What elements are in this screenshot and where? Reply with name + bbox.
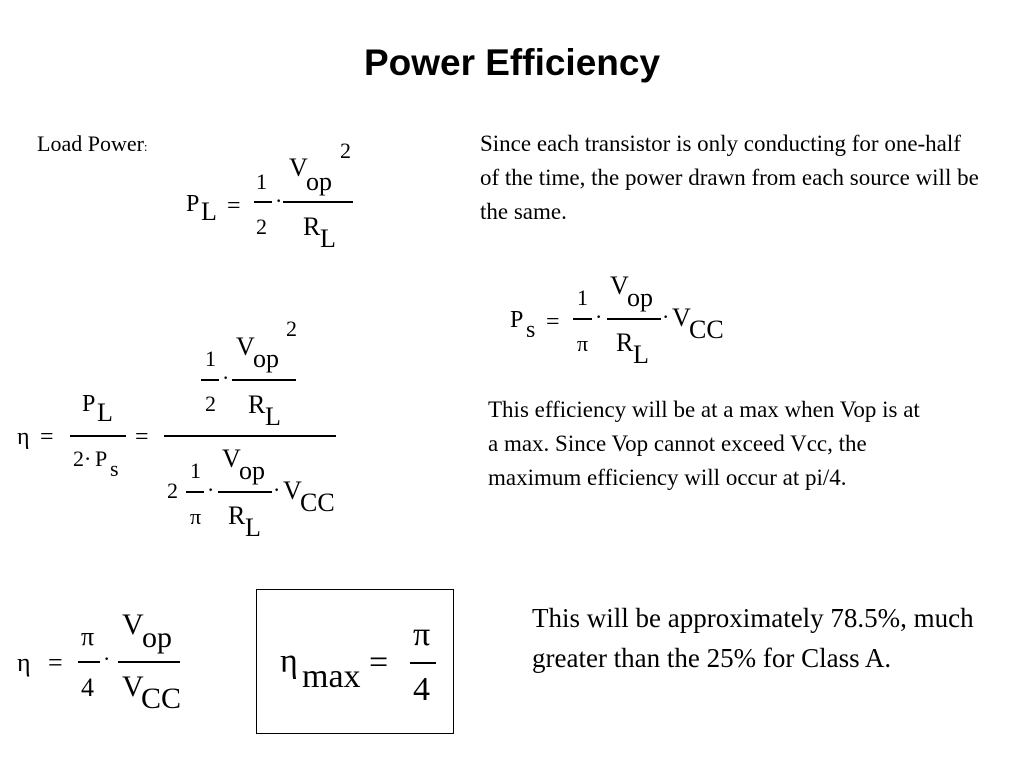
eq3-num-sub-op: op [253, 344, 279, 373]
eq1-half-bar [254, 201, 272, 203]
eq3-pl-sub-l: L [97, 398, 113, 427]
eq3-num-half-2: 2 [205, 391, 216, 416]
eq3-num-v: V [236, 332, 255, 361]
eq3-den-sub-op: op [239, 456, 265, 485]
page-title: Power Efficiency [363, 42, 661, 83]
eq3-den-vcc-v: V [283, 476, 302, 505]
eq4-frac-bar [118, 661, 180, 663]
eq4-vcc-v: V [122, 670, 144, 703]
eq2-r: R [616, 328, 634, 357]
eq3-pl-p: P [82, 391, 96, 417]
eq1-r: R [303, 212, 321, 241]
eq3-num-dot: · [222, 365, 230, 390]
eq2-p: P [510, 307, 524, 333]
text-approximation: This will be approximately 78.5%, much g… [532, 603, 974, 673]
eq3-den-num-1: 1 [190, 458, 201, 483]
eq5-eta: η [280, 643, 298, 680]
load-power-text: Load Power [37, 131, 144, 156]
eq3-2p: 2· [73, 446, 92, 471]
eq2-vcc-v: V [672, 303, 691, 332]
eq3-num-sub-l: L [265, 402, 281, 431]
eq1-dot: · [275, 188, 283, 213]
eq3-equals1: = [40, 424, 54, 450]
eq2-dot2: · [662, 304, 670, 329]
load-power-colon: : [143, 139, 148, 154]
eq2-sub-s: s [526, 317, 536, 343]
eq3-den-frac-bar [218, 491, 272, 493]
eq5-frac-bar [410, 662, 436, 664]
eq3-den-small-bar [186, 491, 204, 493]
eq3-num-half-1: 1 [205, 346, 216, 371]
eq2-frac-bar [607, 318, 661, 320]
eq2-small-bar [573, 318, 592, 320]
eq5-pi: π [413, 616, 431, 653]
eq5-four: 4 [413, 671, 430, 708]
eq5-equals: = [369, 644, 389, 681]
eq3-den-sub-l: L [245, 513, 261, 542]
eq1-p: P [186, 191, 200, 217]
eq4-v: V [122, 608, 144, 641]
eq3-den-v: V [222, 444, 241, 473]
load-power-label: Load Power: [37, 133, 148, 155]
eq2-sub-op: op [627, 283, 653, 312]
eq3-num-exp-2: 2 [286, 316, 297, 341]
eq4-sub-op: op [142, 621, 172, 654]
eq1-equals: = [227, 193, 241, 219]
eq1-exp-2: 2 [340, 138, 351, 163]
eq1-sub-op: op [306, 167, 332, 196]
eq3-left-bar [70, 435, 126, 437]
eq1-half-den: 2 [256, 214, 267, 239]
eq1-sub-l: L [201, 197, 217, 226]
eq4-four: 4 [81, 673, 94, 702]
eq4-small-bar [78, 661, 100, 663]
eq1-frac-bar [283, 201, 353, 203]
eq2-equals: = [546, 309, 560, 335]
text-max-efficiency: This efficiency will be at a max when Vo… [488, 397, 920, 490]
eq2-num-1: 1 [577, 285, 588, 310]
eq3-ps-sub-s: s [110, 456, 119, 481]
result-box [256, 589, 454, 734]
eq3-main-bar [164, 435, 336, 437]
eq3-equals2: = [135, 424, 149, 450]
eq3-den-2: 2 [167, 478, 178, 503]
eq4-equals: = [48, 648, 63, 677]
eq3-num-half-bar [201, 379, 219, 381]
eq3-num-r: R [248, 390, 266, 419]
eq3-eta: η [17, 424, 30, 450]
eq2-v: V [610, 271, 629, 300]
eq4-eta: η [17, 648, 31, 677]
eq3-den-dot1: · [207, 477, 215, 502]
eq1-v: V [289, 153, 308, 182]
eq1-sub-l2: L [320, 224, 336, 253]
eq3-ps-p: P [95, 446, 108, 471]
eq2-sub-cc: CC [689, 315, 724, 344]
eq5-sub-max: max [302, 658, 361, 695]
eq2-sub-l: L [633, 340, 649, 369]
eq1-half-num: 1 [256, 169, 267, 194]
eq3-den-r: R [228, 501, 246, 530]
eq4-dot: · [103, 646, 111, 671]
eq3-den-pi: π [190, 504, 202, 529]
eq4-sub-cc: CC [141, 682, 182, 715]
eq3-den-dot2: · [273, 477, 281, 502]
eq2-pi: π [577, 331, 589, 356]
eq4-pi: π [81, 622, 95, 651]
eq2-dot1: · [595, 304, 603, 329]
eq3-den-sub-cc: CC [300, 488, 335, 517]
eq3-num-frac-bar [232, 379, 296, 381]
text-conduction: Since each transistor is only conducting… [480, 131, 979, 224]
